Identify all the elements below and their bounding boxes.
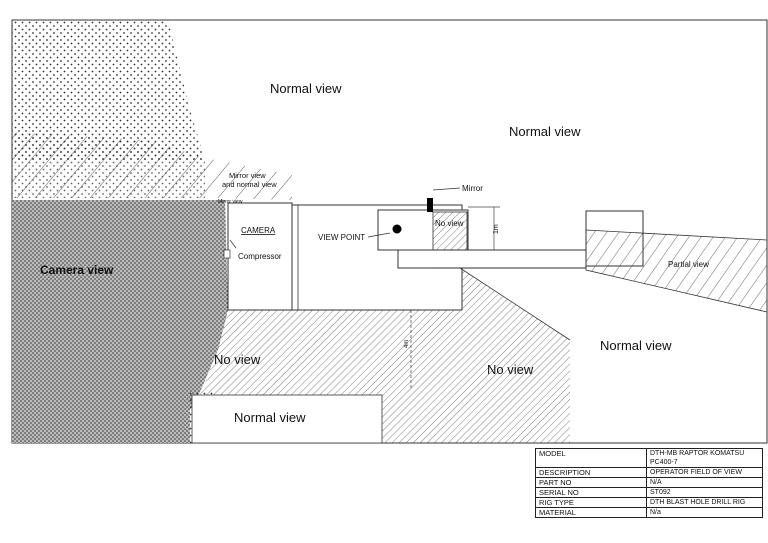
left-dotted-zone: [12, 20, 205, 160]
mirror-marker: [427, 198, 433, 212]
mirror-view-small-label: Mirror view: [218, 199, 243, 205]
no-view-small-box: [432, 211, 468, 251]
title-key: DESCRIPTION: [535, 467, 647, 478]
no-view-left-label: No view: [214, 352, 261, 367]
title-value: DTH-MB RAPTOR KOMATSU PC400-7: [646, 448, 763, 468]
title-key: PART NO: [535, 477, 647, 488]
view-point-leader: [367, 232, 391, 238]
no-view-small-label: No view: [435, 219, 464, 228]
no-view-right-label: No view: [487, 362, 534, 377]
title-row: PART NO N/A: [535, 477, 763, 488]
normal-view-label-3: Normal view: [600, 338, 672, 353]
boom-arm: [397, 249, 587, 269]
camera-leader: [229, 239, 237, 249]
title-value: N/A: [646, 477, 763, 488]
no-view-left-zone: [200, 310, 460, 443]
title-value: N/a: [646, 507, 763, 518]
normal-view-label-4: Normal view: [234, 410, 306, 425]
right-boundary: [459, 267, 571, 341]
title-key: MATERIAL: [535, 507, 647, 518]
title-value: DTH BLAST HOLE DRILL RIG: [646, 497, 763, 508]
mirror-and-normal-label-1: Mirror view: [229, 171, 266, 180]
no-view-right-zone: [400, 268, 570, 443]
title-block: MODEL DTH-MB RAPTOR KOMATSU PC400-7 DESC…: [535, 448, 763, 518]
title-key: SERIAL NO: [535, 487, 647, 498]
view-point-dot: [392, 224, 402, 234]
vertical-dim-label: 4m: [404, 340, 410, 348]
title-row: MODEL DTH-MB RAPTOR KOMATSU PC400-7: [535, 448, 763, 468]
title-key: RIG TYPE: [535, 497, 647, 508]
title-row: SERIAL NO ST092: [535, 487, 763, 498]
camera-view-zone: [12, 200, 228, 443]
mirror-and-normal-label-2: and normal view: [222, 180, 277, 189]
normal-view-label-2: Normal view: [509, 124, 581, 139]
title-value: OPERATOR FIELD OF VIEW: [646, 467, 763, 478]
one-m-label: 1m: [493, 224, 500, 234]
partial-view-label: Partial view: [668, 260, 709, 269]
normal-view-bottom-block: [191, 394, 383, 444]
camera-label: CAMERA: [241, 226, 276, 235]
normal-view-label-1: Normal view: [270, 81, 342, 96]
view-point-label: VIEW POINT: [318, 233, 365, 242]
title-row: MATERIAL N/a: [535, 507, 763, 518]
mirror-leader: [432, 187, 461, 191]
title-value: ST092: [646, 487, 763, 498]
mirror-label: Mirror: [462, 184, 483, 193]
title-key: MODEL: [535, 448, 647, 468]
mirror-band-dots: [12, 132, 205, 198]
title-row: RIG TYPE DTH BLAST HOLE DRILL RIG: [535, 497, 763, 508]
compressor-marker: [223, 249, 231, 259]
camera-view-label: Camera view: [40, 263, 114, 277]
compressor-label: Compressor: [238, 252, 282, 261]
title-row: DESCRIPTION OPERATOR FIELD OF VIEW: [535, 467, 763, 478]
partial-view-zone: [585, 229, 768, 313]
